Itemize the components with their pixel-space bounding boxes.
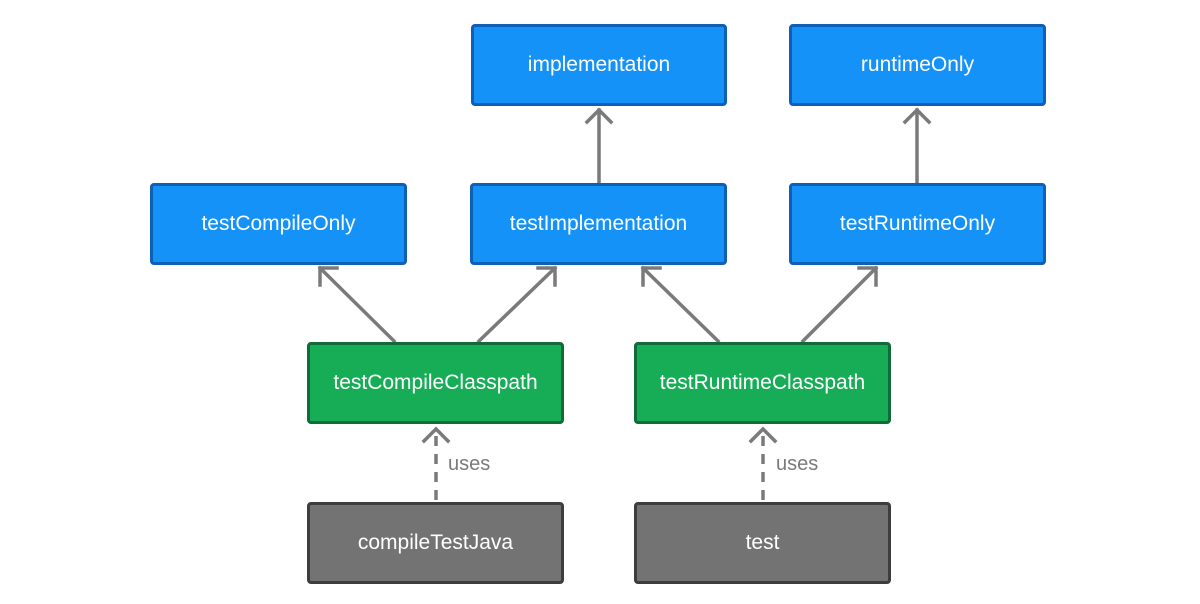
node-testRuntimeClasspath: testRuntimeClasspath: [634, 342, 891, 424]
node-compileTestJava: compileTestJava: [307, 502, 564, 584]
node-runtimeOnly: runtimeOnly: [789, 24, 1046, 106]
edge-label-uses-test: uses: [776, 453, 819, 475]
arrow-compileTestJava-uses-testCompileClasspath: [421, 426, 451, 500]
arrow-testImplementation-to-implementation: [584, 107, 614, 184]
arrow-testCompileClasspath-to-testImplementation: [476, 265, 558, 344]
arrow-testRuntimeOnly-to-runtimeOnly: [902, 107, 932, 184]
node-testImplementation: testImplementation: [470, 183, 727, 265]
arrow-testCompileClasspath-to-testCompileOnly: [317, 265, 397, 344]
node-implementation: implementation: [471, 24, 727, 106]
node-test: test: [634, 502, 891, 584]
arrow-testRuntimeClasspath-to-testImplementation: [640, 265, 721, 344]
arrow-test-uses-testRuntimeClasspath: [748, 426, 778, 500]
node-testCompileClasspath: testCompileClasspath: [307, 342, 564, 424]
node-testCompileOnly: testCompileOnly: [150, 183, 407, 265]
node-testRuntimeOnly: testRuntimeOnly: [789, 183, 1046, 265]
arrow-testRuntimeClasspath-to-testRuntimeOnly: [800, 265, 879, 344]
edge-label-uses-compile: uses: [448, 453, 491, 475]
